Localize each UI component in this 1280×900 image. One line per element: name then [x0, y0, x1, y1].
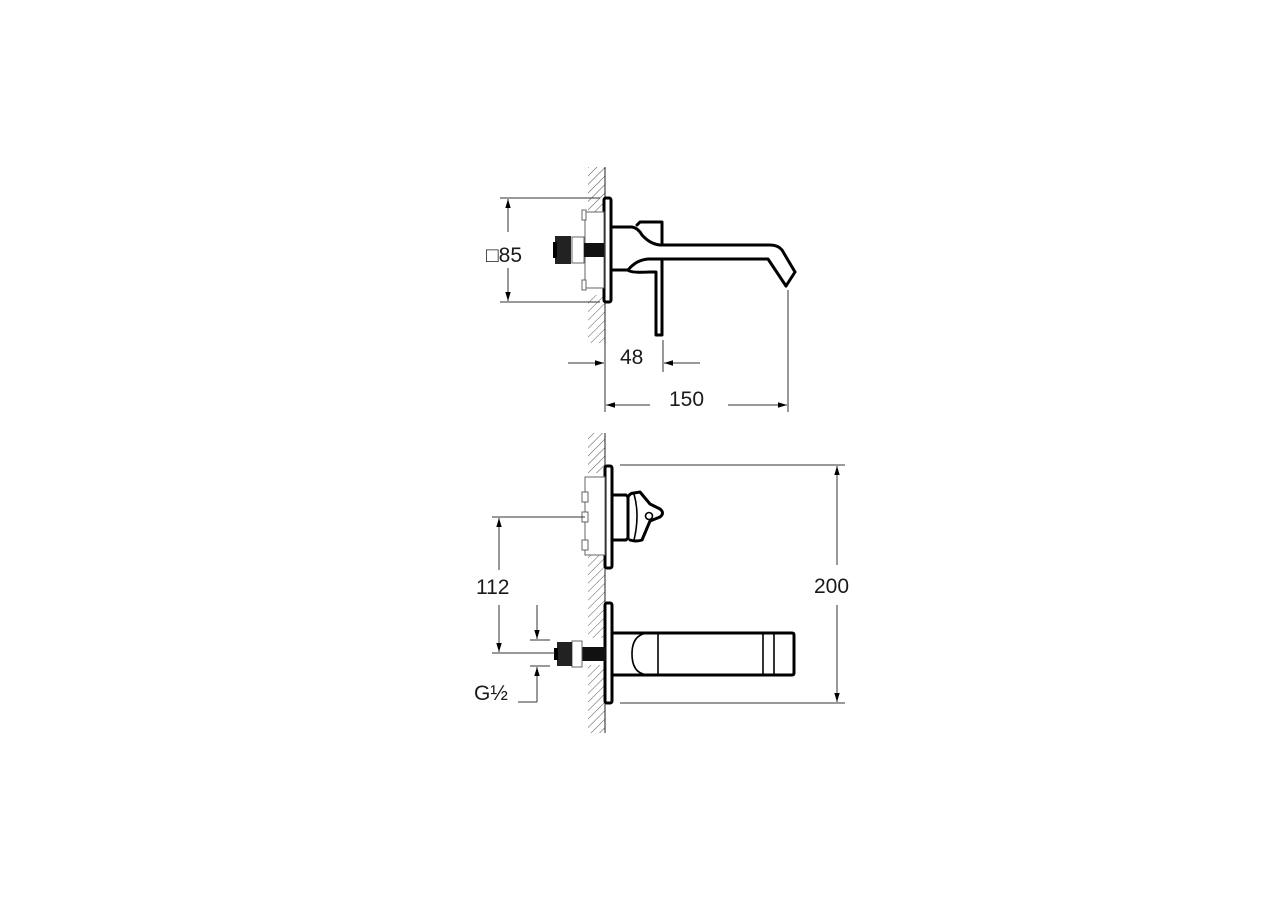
side-view: □85 48 150 [486, 167, 797, 412]
wall-hatch-bottom [588, 295, 605, 343]
dim-label-rosette: □85 [486, 244, 522, 267]
dim-label-thread: G½ [474, 682, 508, 705]
spout-rosette-plate [603, 601, 614, 705]
wall-hatch-lower [588, 555, 605, 638]
dim-label-200: 200 [814, 575, 849, 598]
spout-front [610, 631, 796, 677]
dimension-handle-projection: 48 [568, 340, 700, 412]
dim-label-112: 112 [476, 576, 509, 599]
dim-label-48: 48 [620, 346, 643, 369]
concealed-valve-body [581, 476, 606, 556]
wall-hatch-top [588, 167, 605, 215]
dimension-spout-projection: 150 [606, 290, 789, 412]
handle-rosette-plate [603, 464, 614, 570]
wall-hatch-bottom [588, 665, 605, 733]
threaded-connector [555, 236, 571, 264]
dimension-thread-size: G½ [474, 605, 550, 705]
mixer-body [609, 220, 797, 337]
rosette-plate [602, 196, 613, 304]
front-view: 200 112 G½ [474, 433, 849, 733]
concealed-body [553, 209, 605, 291]
dimension-inlet-offset: 112 [476, 516, 585, 654]
wall-hatch-upper [588, 433, 605, 473]
inlet-connector [554, 640, 606, 668]
dimension-rosette-square: □85 [486, 197, 600, 303]
dimension-total-height: 200 [620, 464, 849, 704]
lever-handle [610, 490, 664, 543]
dim-label-150: 150 [669, 388, 704, 411]
